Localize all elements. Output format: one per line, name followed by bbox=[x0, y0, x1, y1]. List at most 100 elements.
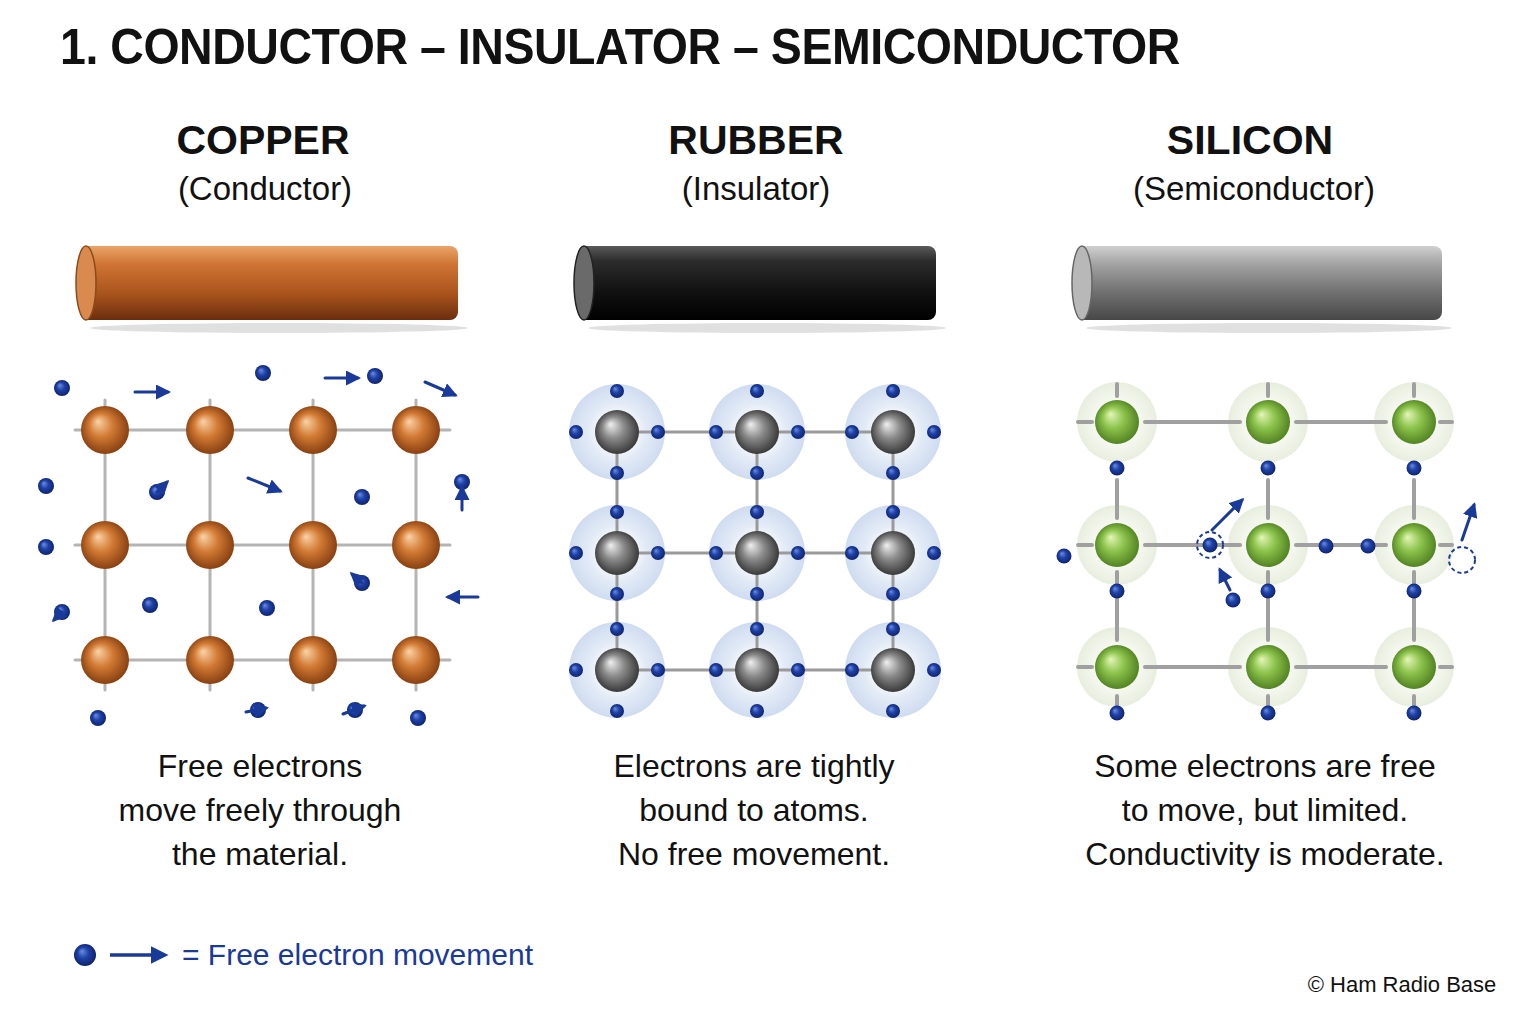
bound-electron bbox=[610, 505, 624, 519]
rod-body bbox=[80, 246, 458, 320]
bound-electron bbox=[709, 425, 723, 439]
bound-electron bbox=[610, 587, 624, 601]
copper-atom bbox=[289, 521, 337, 569]
covalent-bond bbox=[1440, 665, 1452, 669]
free-electron bbox=[354, 489, 370, 505]
covalent-bond bbox=[1440, 543, 1452, 547]
silicon-atom bbox=[1095, 523, 1139, 567]
covalent-bond bbox=[1145, 665, 1240, 669]
valence-electron bbox=[1261, 461, 1276, 476]
silicon-atom bbox=[1095, 645, 1139, 689]
rubber-atom bbox=[595, 531, 639, 575]
bound-electron bbox=[610, 622, 624, 636]
silicon-atom bbox=[1392, 523, 1436, 567]
legend-text: = Free electron movement bbox=[182, 938, 533, 972]
covalent-bond bbox=[1078, 543, 1092, 547]
material-name: COPPER bbox=[63, 112, 463, 169]
covalent-bond bbox=[1145, 543, 1240, 547]
rubber-rod bbox=[574, 246, 946, 333]
bound-electron bbox=[610, 466, 624, 480]
bound-electron bbox=[651, 425, 665, 439]
rod-end bbox=[574, 246, 594, 320]
hole bbox=[1197, 532, 1223, 558]
silicon-atom bbox=[1246, 523, 1290, 567]
copper-atom bbox=[186, 406, 234, 454]
description: Free electrons move freely through the m… bbox=[75, 744, 445, 876]
rubber-atom bbox=[735, 410, 779, 454]
bound-electron bbox=[886, 505, 900, 519]
rod-shadow bbox=[90, 323, 468, 333]
bound-electron bbox=[791, 663, 805, 677]
bound-electron bbox=[927, 546, 941, 560]
motion-arrow bbox=[1462, 505, 1474, 540]
free-electron bbox=[1203, 538, 1218, 553]
silicon-atom bbox=[1246, 645, 1290, 689]
bound-electron bbox=[651, 546, 665, 560]
rubber-atom bbox=[595, 648, 639, 692]
valence-electron bbox=[1407, 584, 1422, 599]
covalent-bond bbox=[1078, 665, 1092, 669]
rod-shadow bbox=[588, 323, 946, 333]
free-electron bbox=[38, 539, 54, 555]
valence-electron bbox=[1110, 461, 1125, 476]
covalent-bond bbox=[1412, 384, 1416, 396]
motion-arrow bbox=[135, 391, 168, 394]
rubber-atom bbox=[871, 410, 915, 454]
rubber-atom bbox=[735, 648, 779, 692]
covalent-bond bbox=[1145, 420, 1240, 424]
bound-electron bbox=[750, 505, 764, 519]
copper-rod bbox=[76, 246, 468, 333]
rod-shadow bbox=[1086, 323, 1452, 333]
covalent-bond bbox=[1078, 420, 1092, 424]
bound-electron bbox=[569, 546, 583, 560]
bound-electron bbox=[845, 663, 859, 677]
description: Electrons are tightly bound to atoms. No… bbox=[574, 744, 934, 876]
bound-electron bbox=[750, 704, 764, 718]
free-electron bbox=[367, 368, 383, 384]
bound-electron bbox=[927, 425, 941, 439]
rubber-atom bbox=[735, 531, 779, 575]
free-electron bbox=[1319, 539, 1334, 554]
free-electron bbox=[90, 710, 106, 726]
legend-arrow bbox=[110, 953, 165, 957]
free-electron bbox=[1226, 593, 1241, 608]
copper-lattice bbox=[38, 365, 478, 726]
covalent-bond bbox=[1115, 696, 1119, 706]
free-electron bbox=[259, 600, 275, 616]
bound-electron bbox=[886, 704, 900, 718]
material-name: SILICON bbox=[1050, 112, 1450, 169]
bound-electron bbox=[750, 384, 764, 398]
free-electron bbox=[255, 365, 271, 381]
motion-arrow bbox=[246, 708, 266, 712]
rubber-atom bbox=[871, 531, 915, 575]
hole bbox=[1449, 547, 1475, 573]
bound-electron bbox=[791, 425, 805, 439]
bound-electron bbox=[610, 384, 624, 398]
covalent-bond bbox=[1296, 665, 1386, 669]
material-class: (Conductor) bbox=[65, 166, 465, 212]
bound-electron bbox=[610, 704, 624, 718]
copper-atom bbox=[81, 636, 129, 684]
rod-end bbox=[76, 246, 96, 320]
bound-electron bbox=[886, 587, 900, 601]
covalent-bond bbox=[1266, 480, 1270, 518]
copper-atom bbox=[81, 521, 129, 569]
bound-electron bbox=[709, 546, 723, 560]
material-class: (Semiconductor) bbox=[1054, 166, 1454, 212]
bound-electron bbox=[750, 466, 764, 480]
rod-end bbox=[1072, 246, 1092, 320]
silicon-atom bbox=[1095, 400, 1139, 444]
free-electron bbox=[54, 604, 70, 620]
bound-electron bbox=[886, 384, 900, 398]
covalent-bond bbox=[1266, 384, 1270, 396]
motion-arrow bbox=[248, 478, 280, 491]
copper-atom bbox=[289, 636, 337, 684]
covalent-bond bbox=[1115, 384, 1119, 396]
silicon-atom bbox=[1392, 400, 1436, 444]
covalent-bond bbox=[1266, 696, 1270, 706]
bound-electron bbox=[569, 663, 583, 677]
bound-electron bbox=[791, 546, 805, 560]
legend-item: = Free electron movement bbox=[70, 934, 533, 976]
copper-atom bbox=[186, 521, 234, 569]
diagram-title: 1. CONDUCTOR – INSULATOR – SEMICONDUCTOR bbox=[60, 18, 1180, 76]
